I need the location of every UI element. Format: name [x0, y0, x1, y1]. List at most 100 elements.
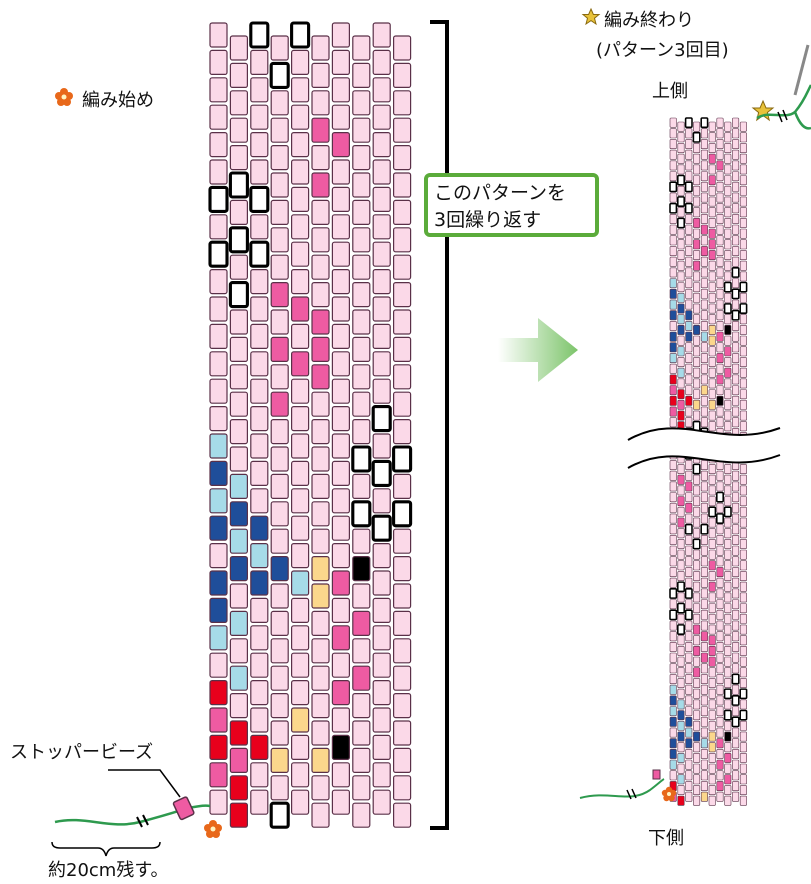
- strip-bead-light-pink: [739, 731, 747, 742]
- main-bead-light-pink: [331, 707, 350, 733]
- strip-bead-pink: [669, 406, 677, 417]
- main-bead-light-pink: [352, 309, 371, 335]
- strip-bead-white: [669, 588, 678, 599]
- strip-bead-light-pink: [669, 320, 677, 331]
- strip-bead-light-pink: [724, 378, 732, 389]
- strip-bead-light-pink: [677, 282, 685, 293]
- strip-bead-light-pink: [693, 710, 701, 721]
- main-bead-white: [208, 185, 229, 213]
- main-bead-light-pink: [352, 90, 371, 116]
- main-bead-light-pink: [291, 789, 310, 815]
- strip-bead-white: [731, 716, 740, 728]
- main-bead-pink: [209, 707, 228, 733]
- strip-bead-light-pink: [700, 203, 708, 214]
- strip-bead-light-pink: [685, 385, 693, 396]
- strip-bead-light-pink: [677, 485, 685, 496]
- main-bead-white: [208, 240, 229, 268]
- strip-bead-pink: [669, 385, 677, 396]
- strip-bead-light-pink: [724, 667, 732, 678]
- strip-bead-light-pink: [677, 506, 685, 517]
- strip-bead-light-pink: [700, 171, 708, 182]
- strip-bead-light-pink: [716, 470, 724, 481]
- strip-bead-pink: [693, 645, 701, 656]
- main-bead-light-pink: [250, 433, 269, 459]
- strip-bead-light-pink: [708, 699, 716, 710]
- strip-bead-pink: [716, 353, 724, 363]
- strip-bead-light-pink: [693, 410, 701, 421]
- strip-bead-white: [677, 196, 685, 207]
- main-bead-light-pink: [291, 159, 310, 185]
- strip-bead-light-pink: [732, 353, 740, 363]
- main-bead-light-pink: [372, 49, 391, 76]
- strip-bead-light-pink: [708, 132, 716, 143]
- strip-bead-light-pink: [685, 256, 693, 267]
- main-bead-light-blue: [229, 610, 248, 637]
- strip-bead-light-pink: [724, 528, 732, 539]
- main-bead-light-pink: [393, 336, 412, 362]
- strip-bead-light-pink: [739, 538, 747, 549]
- main-bead-light-pink: [372, 679, 391, 706]
- main-bead-light-pink: [250, 679, 269, 706]
- strip-bead-light-pink: [732, 278, 740, 289]
- strip-bead-light-pink: [708, 389, 716, 400]
- strip-bead-light-pink: [732, 470, 740, 481]
- strip-bead-light-pink: [708, 260, 716, 271]
- strip-bead-light-pink: [693, 752, 701, 763]
- strip-bead-light-blue: [677, 346, 685, 357]
- main-bead-white: [269, 61, 290, 89]
- strip-bead-navy: [669, 748, 677, 759]
- strip-bead-light-pink: [724, 153, 732, 164]
- strip-bead-light-pink: [677, 528, 685, 539]
- strip-bead-light-pink: [685, 534, 693, 545]
- strip-bead-light-pink: [739, 153, 747, 164]
- strip-bead-light-pink: [677, 656, 685, 667]
- main-bead-light-pink: [372, 351, 391, 377]
- main-bead-light-pink: [331, 406, 350, 432]
- strip-bead-light-pink: [685, 567, 693, 578]
- strip-bead-pink: [724, 774, 732, 785]
- strip-bead-white: [739, 303, 748, 314]
- main-bead-light-pink: [250, 132, 269, 158]
- strip-bead-light-blue: [677, 367, 685, 378]
- needle-icon: [793, 44, 810, 96]
- strip-bead-light-pink: [724, 678, 732, 689]
- strip-bead-light-pink: [708, 592, 716, 603]
- main-bead-light-pink: [311, 254, 330, 280]
- strip-bead-light-pink: [724, 260, 732, 271]
- strip-bead-pink: [708, 581, 716, 592]
- main-bead-light-pink: [270, 90, 289, 116]
- strip-bead-light-pink: [716, 128, 724, 139]
- main-bead-light-pink: [393, 528, 412, 554]
- strip-bead-light-pink: [700, 278, 708, 289]
- main-bead-light-pink: [229, 90, 248, 116]
- strip-bead-light-pink: [716, 149, 724, 160]
- strip-bead-light-blue: [669, 278, 677, 289]
- strip-bead-light-pink: [739, 517, 747, 528]
- main-bead-light-pink: [291, 378, 310, 404]
- main-bead-light-pink: [250, 460, 269, 486]
- strip-bead-light-pink: [716, 299, 724, 310]
- strip-bead-light-pink: [732, 524, 740, 535]
- main-bead-light-pink: [393, 254, 412, 280]
- strip-bead-light-pink: [693, 367, 701, 378]
- strip-bead-pink: [693, 667, 701, 678]
- main-bead-light-pink: [270, 610, 289, 637]
- main-bead-light-pink: [372, 132, 391, 158]
- strip-bead-navy: [669, 331, 677, 342]
- flower-icon: [55, 88, 73, 106]
- strip-bead-light-pink: [716, 310, 724, 321]
- strip-bead-light-pink: [724, 613, 732, 624]
- strip-bead-red: [669, 374, 677, 385]
- strip-bead-light-pink: [716, 342, 724, 353]
- strip-bead-light-pink: [700, 353, 708, 363]
- strip-bead-light-pink: [685, 192, 693, 203]
- strip-bead-light-pink: [732, 139, 740, 149]
- main-bead-light-pink: [393, 35, 412, 61]
- main-bead-light-pink: [270, 665, 289, 691]
- strip-bead-light-pink: [677, 143, 685, 153]
- strip-bead-light-pink: [700, 684, 708, 695]
- strip-bead-light-pink: [669, 663, 677, 674]
- strip-bead-light-pink: [693, 506, 701, 517]
- strip-bead-light-pink: [716, 791, 724, 802]
- strip-bead-light-pink: [724, 335, 732, 346]
